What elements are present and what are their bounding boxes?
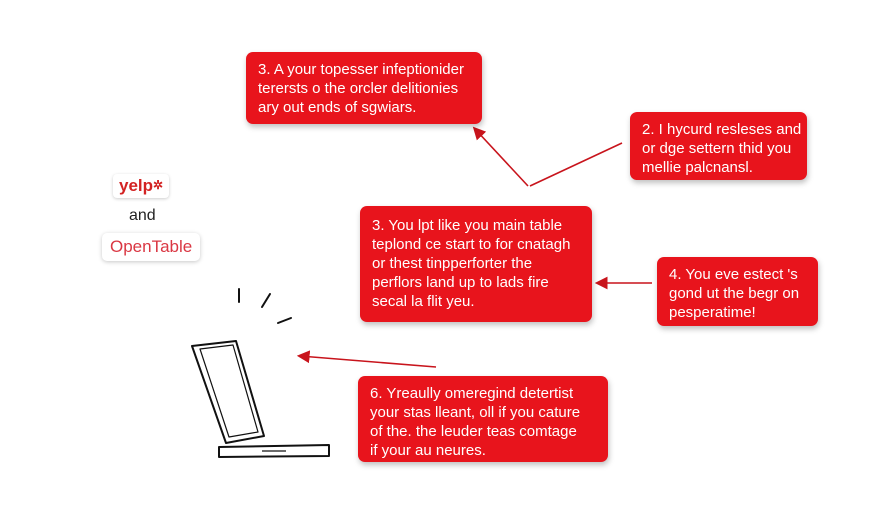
callout-box-top-right: 2. I hycurd resleses and or dge settern … (630, 112, 807, 180)
callout-box-top-center: 3. A your topesser infeptionider tererst… (246, 52, 482, 124)
motion-stroke (277, 317, 292, 324)
callout-box-bottom-center: 6. Yreaully omeregind detertist your sta… (358, 376, 608, 462)
arrow-from-right-box (529, 142, 623, 187)
callout-line: terersts o the orcler delitionies (258, 80, 459, 97)
callout-line: gond ut the begr on (669, 285, 800, 302)
callout-line: if your au neures. (370, 442, 486, 459)
callout-line: of the. the leuder teas comtage (370, 423, 577, 440)
callout-line: 4. You eve estect 's (669, 266, 798, 283)
callout-box-middle-center: 3. You lpt like you main table teplond c… (360, 206, 592, 322)
callout-line: your stas lleant, oll if you cature (370, 404, 581, 421)
callout-line: perflors land up to lads fire (372, 274, 549, 291)
motion-stroke (261, 293, 271, 308)
callout-line: 2. I hycurd resleses and (642, 121, 802, 138)
arrow-to-laptop (296, 350, 437, 368)
logo-connector-text: and (129, 207, 156, 224)
laptop-icon (191, 340, 330, 458)
yelp-burst-icon: ✲ (153, 178, 164, 192)
callout-line: or thest tinpperforter the (372, 255, 533, 272)
callout-line: 3. You lpt like you main table (372, 217, 563, 234)
callout-line: secal la flit yeu. (372, 293, 475, 310)
yelp-logo: yelp✲ (113, 174, 170, 198)
callout-box-middle-right: 4. You eve estect 's gond ut the begr on… (657, 257, 818, 326)
callout-line: ary out ends of sgwiars. (258, 99, 417, 116)
callout-line: teplond ce start to for cnatagh (372, 236, 571, 253)
callout-line: mellie palcnansl. (642, 159, 753, 176)
arrow-to-top-box (472, 126, 529, 187)
callout-line: or dge settern thid you (642, 140, 792, 157)
callout-line: 6. Yreaully omeregind detertist (370, 385, 574, 402)
callout-line: pesperatime! (669, 304, 756, 321)
callout-line: 3. A your topesser infeptionider (258, 61, 464, 78)
opentable-logo: OpenTable (102, 233, 201, 261)
